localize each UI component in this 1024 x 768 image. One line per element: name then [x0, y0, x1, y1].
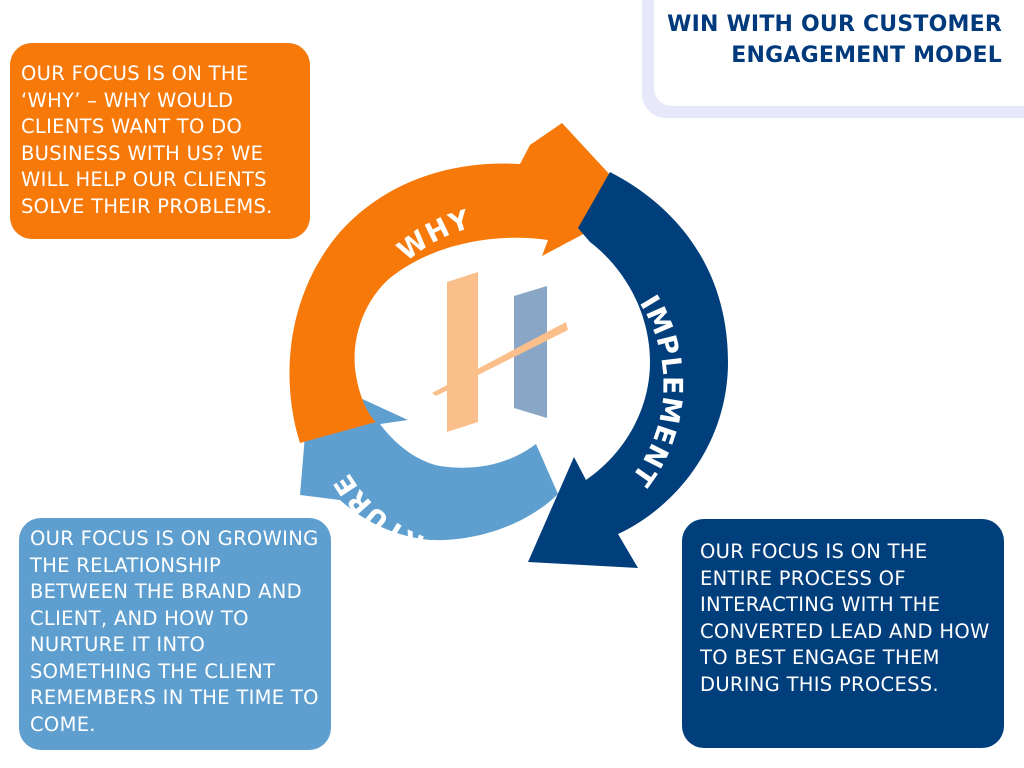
logo-crossbar: [432, 322, 568, 396]
implement-arrow: [528, 172, 728, 568]
page-title-line-2: ENGAGEMENT MODEL: [731, 43, 1002, 68]
why-description: OUR FOCUS IS ON THE ‘WHY’ – WHY WOULD CL…: [21, 62, 273, 218]
logo-left-bar: [447, 272, 478, 432]
implement-description-box: OUR FOCUS IS ON THE ENTIRE PROCESS OF IN…: [682, 519, 1004, 748]
h-monogram-logo: [432, 272, 568, 432]
title-card: WIN WITH OUR CUSTOMER ENGAGEMENT MODEL: [642, 0, 1024, 118]
why-arrow: [289, 123, 638, 443]
nurture-description: OUR FOCUS IS ON GROWING THE RELATIONSHIP…: [30, 527, 319, 736]
title-card-inner: [654, 0, 1024, 106]
why-description-box: OUR FOCUS IS ON THE ‘WHY’ – WHY WOULD CL…: [10, 43, 310, 239]
nurture-description-box: OUR FOCUS IS ON GROWING THE RELATIONSHIP…: [19, 518, 331, 750]
implement-description: OUR FOCUS IS ON THE ENTIRE PROCESS OF IN…: [700, 540, 990, 696]
page-title-line-1: WIN WITH OUR CUSTOMER: [667, 12, 1002, 37]
logo-right-bar: [514, 286, 547, 418]
page-title: WIN WITH OUR CUSTOMER ENGAGEMENT MODEL: [662, 9, 1002, 71]
